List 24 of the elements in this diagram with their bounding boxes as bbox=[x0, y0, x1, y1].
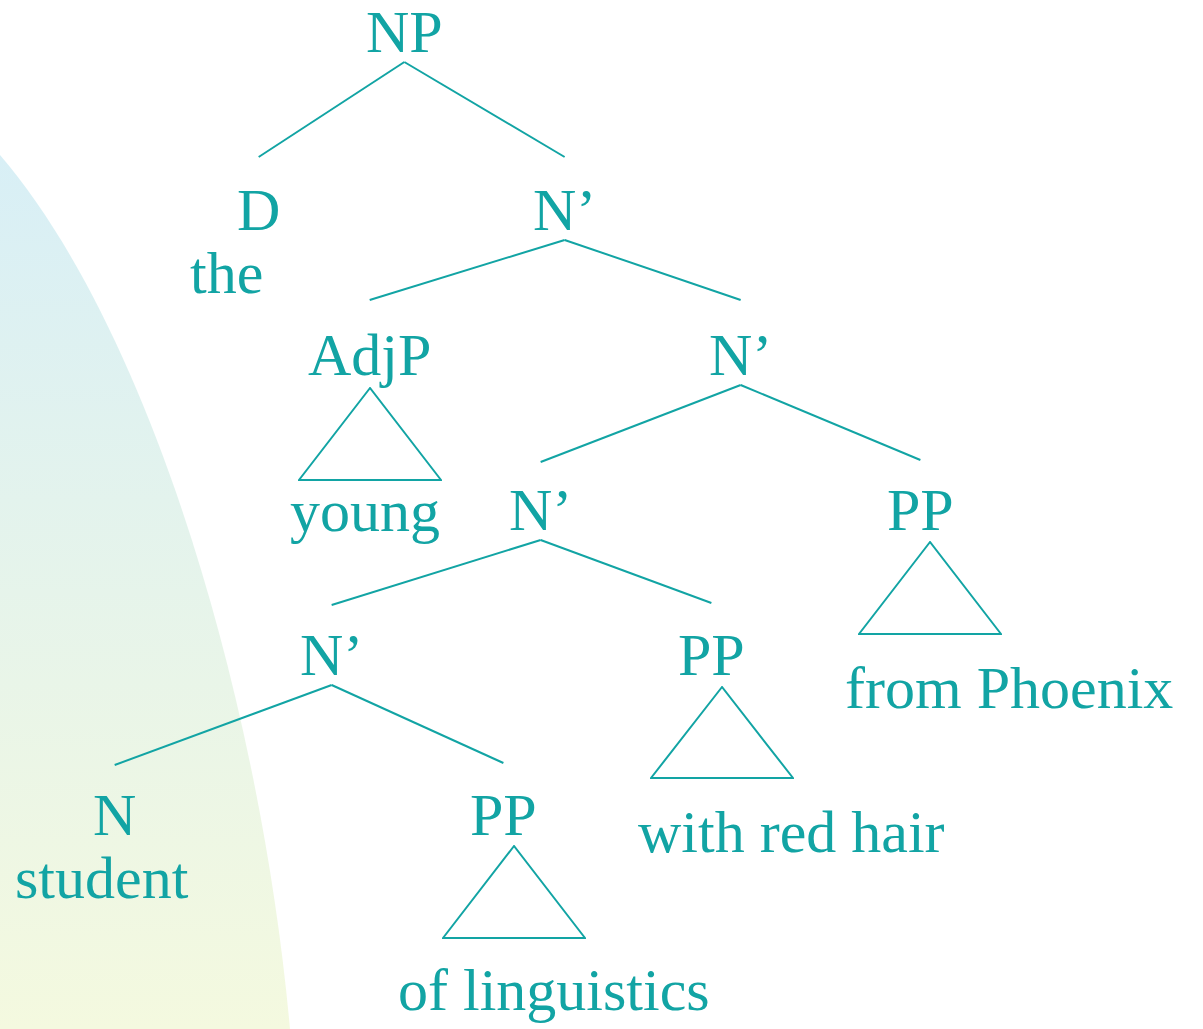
word-label: student bbox=[15, 848, 189, 908]
tree-branch-line bbox=[257, 61, 406, 158]
word-label: the bbox=[190, 243, 264, 303]
node-label: PP bbox=[887, 480, 954, 540]
word-label: with red hair bbox=[638, 802, 945, 862]
tree-branch-line bbox=[539, 539, 713, 604]
node-label: N’ bbox=[709, 325, 773, 385]
node-label: PP bbox=[470, 785, 537, 845]
node-label: N bbox=[93, 785, 137, 845]
node-label: N’ bbox=[509, 480, 573, 540]
tree-branch-line bbox=[113, 684, 333, 766]
tree-branch-line bbox=[403, 61, 566, 158]
node-label: NP bbox=[366, 2, 443, 62]
tree-branch-line bbox=[539, 384, 742, 463]
node-label: PP bbox=[678, 625, 745, 685]
tree-branch-line bbox=[330, 539, 542, 606]
tree-branch-line bbox=[368, 239, 566, 301]
node-label: N’ bbox=[300, 625, 364, 685]
tree-branch-line bbox=[739, 384, 922, 461]
node-label: D bbox=[237, 180, 281, 240]
tree-branch-line bbox=[330, 684, 505, 764]
word-label: from Phoenix bbox=[845, 658, 1174, 718]
tree-branch-line bbox=[563, 239, 742, 301]
node-label: N’ bbox=[533, 180, 597, 240]
